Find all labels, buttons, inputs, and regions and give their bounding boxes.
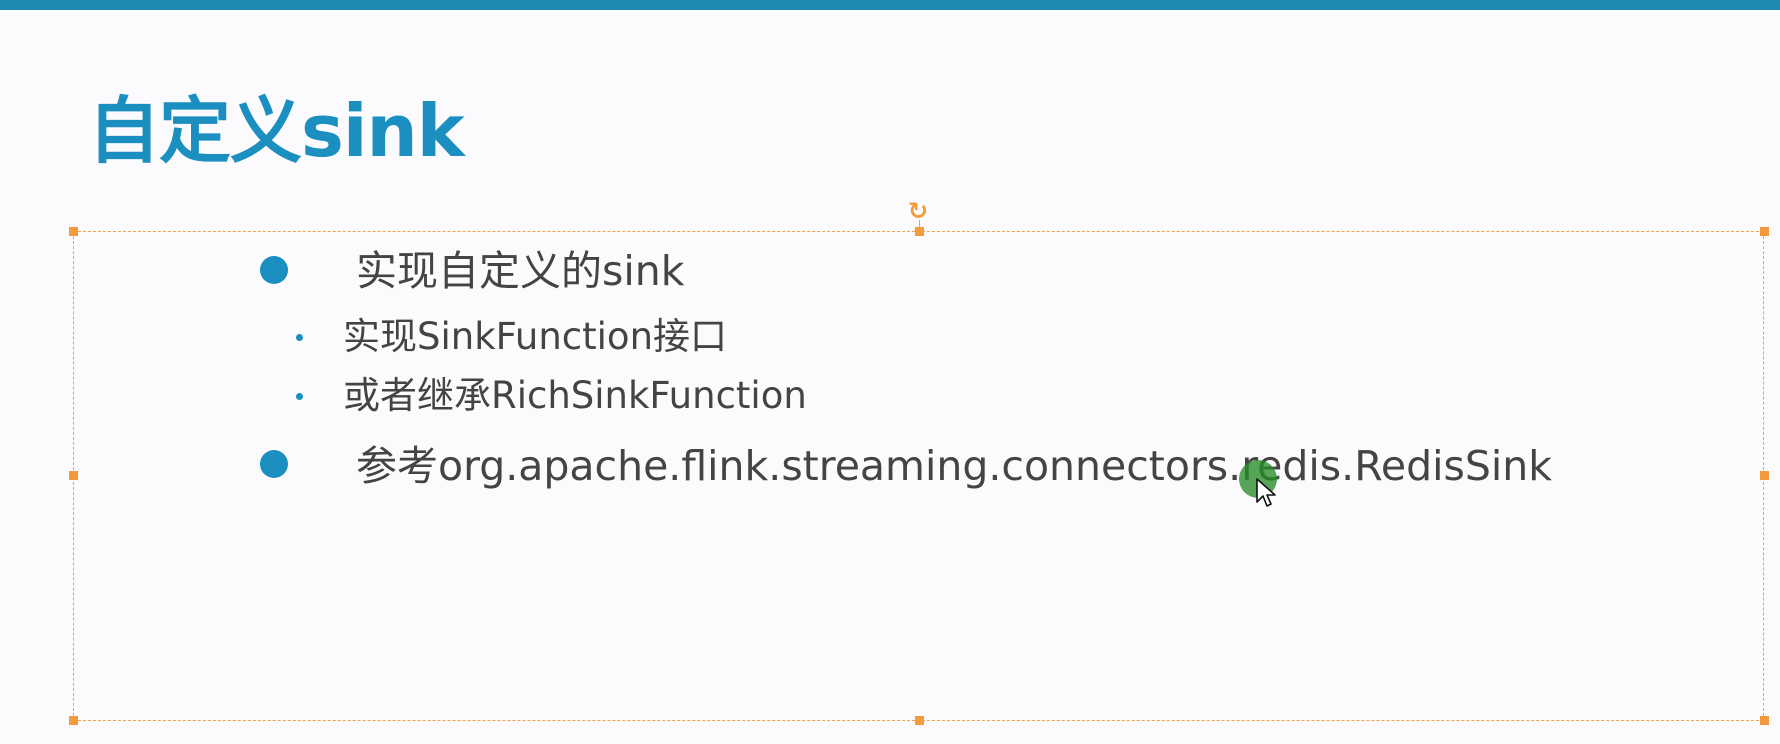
list-item-level1[interactable]: 参考org.apache.flink.streaming.connectors.… bbox=[356, 442, 1552, 490]
resize-handle-bottom-right[interactable] bbox=[1760, 716, 1769, 725]
sub-bullet-icon bbox=[296, 334, 303, 341]
bullet-icon bbox=[260, 450, 288, 478]
list-item-level2[interactable]: 实现SinkFunction接口 bbox=[343, 315, 728, 358]
rotate-handle-stem bbox=[919, 220, 920, 230]
resize-handle-middle-left[interactable] bbox=[69, 471, 78, 480]
list-item-level2[interactable]: 或者继承RichSinkFunction bbox=[343, 374, 807, 417]
list-item-level1[interactable]: 实现自定义的sink bbox=[356, 247, 685, 295]
resize-handle-middle-right[interactable] bbox=[1760, 471, 1769, 480]
mouse-pointer-icon bbox=[1256, 478, 1276, 507]
sub-bullet-icon bbox=[296, 393, 303, 400]
slide-title[interactable]: 自定义sink bbox=[88, 89, 465, 173]
resize-handle-bottom-center[interactable] bbox=[915, 716, 924, 725]
resize-handle-top-left[interactable] bbox=[69, 227, 78, 236]
resize-handle-top-right[interactable] bbox=[1760, 227, 1769, 236]
resize-handle-bottom-left[interactable] bbox=[69, 716, 78, 725]
bullet-icon bbox=[260, 256, 288, 284]
resize-handle-top-center[interactable] bbox=[915, 227, 924, 236]
rotate-icon[interactable]: ↻ bbox=[908, 197, 929, 225]
top-accent-rule bbox=[0, 0, 1780, 10]
